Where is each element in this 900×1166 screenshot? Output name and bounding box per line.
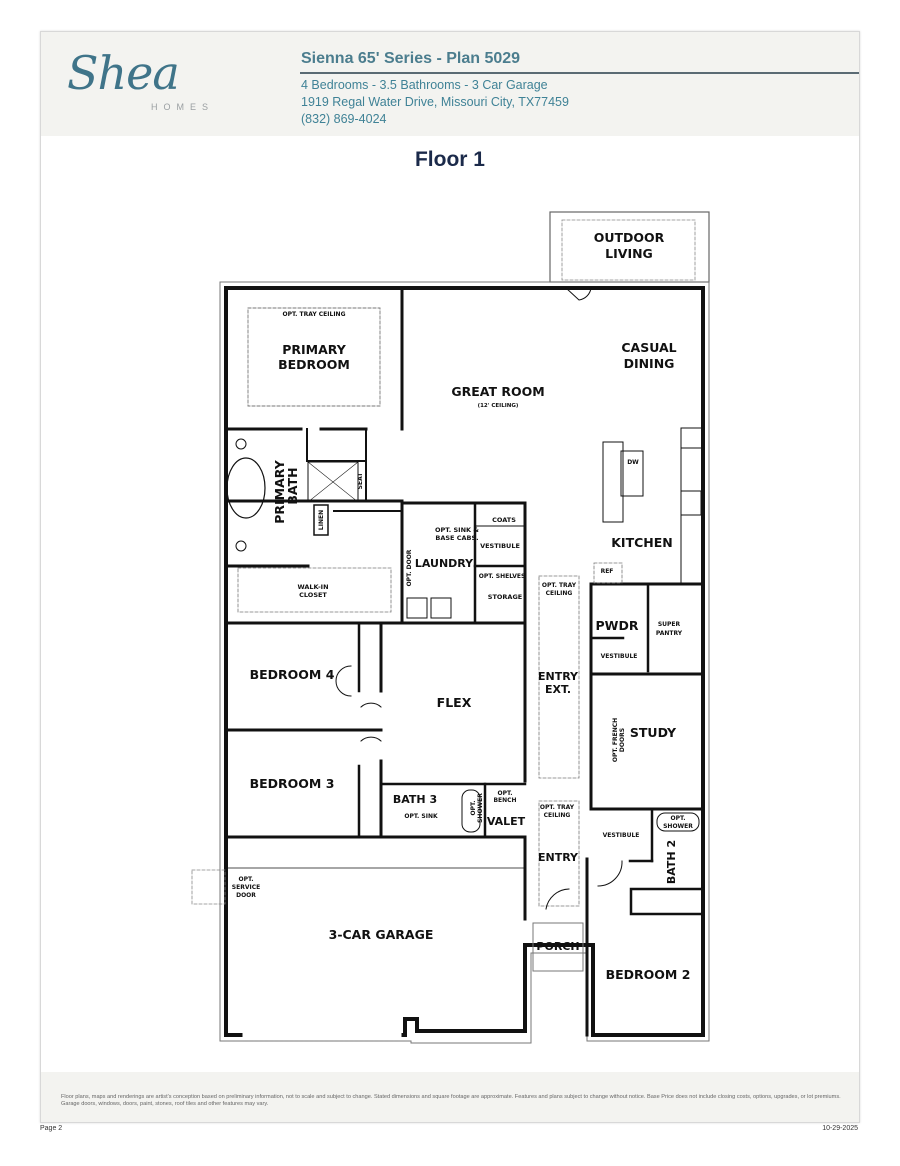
room-label-porch: PORCH	[536, 940, 579, 953]
room-label-vestibule-bath2: VESTIBULE	[603, 832, 640, 839]
opt-shower-bath2-2: SHOWER	[663, 823, 693, 830]
room-label-entry-ext-2: EXT.	[545, 683, 571, 696]
footer: Floor plans, maps and renderings are art…	[41, 1072, 859, 1122]
plan-specs: 4 Bedrooms - 3.5 Bathrooms - 3 Car Garag…	[301, 78, 548, 92]
room-label-primary-bath: PRIMARY	[272, 459, 287, 523]
disclaimer-text: Floor plans, maps and renderings are art…	[61, 1094, 841, 1107]
page-date: 10-29-2025	[822, 1125, 858, 1132]
opt-tray-ceiling-entry-2: CEILING	[544, 812, 571, 819]
header: Shea HOMES Sienna 65' Series - Plan 5029…	[41, 32, 859, 136]
room-label-bedroom-2: BEDROOM 2	[606, 967, 691, 982]
opt-shower-bath2: OPT.	[671, 815, 686, 822]
opt-sink-base-cabs-2: BASE CABS.	[435, 534, 478, 542]
room-label-flex: FLEX	[437, 695, 472, 710]
opt-sink: OPT. SINK	[404, 813, 438, 820]
room-label-super-pantry-2: PANTRY	[656, 630, 683, 637]
floor-title: Floor 1	[414, 148, 485, 171]
brochure-page: Shea HOMES Sienna 65' Series - Plan 5029…	[40, 31, 860, 1123]
room-label-outdoor-living-2: LIVING	[605, 246, 653, 261]
room-label-great-room: GREAT ROOM	[451, 384, 544, 399]
logo-subtitle: HOMES	[151, 102, 215, 112]
room-label-walk-in-closet: WALK-IN	[297, 583, 328, 591]
ref-label: REF	[601, 568, 614, 575]
room-label-study: STUDY	[630, 725, 677, 740]
opt-tray-ceiling-entry-ext: OPT. TRAY	[542, 582, 577, 589]
room-label-primary-bedroom-2: BEDROOM	[278, 357, 350, 372]
room-label-primary-bath-2: BATH	[285, 467, 300, 504]
room-label-entry: ENTRY	[538, 851, 579, 864]
room-label-garage: 3-CAR GARAGE	[329, 927, 434, 942]
opt-service-door-2: SERVICE	[232, 884, 260, 891]
room-label-bath-2: BATH 2	[665, 840, 678, 884]
room-label-walk-in-closet-2: CLOSET	[299, 591, 327, 599]
opt-door-label: OPT. DOOR	[406, 549, 413, 586]
opt-bench: OPT.	[498, 790, 513, 797]
shea-homes-logo: Shea HOMES	[63, 46, 253, 120]
room-label-storage: STORAGE	[488, 593, 522, 601]
opt-sink-base-cabs: OPT. SINK &	[435, 526, 479, 534]
opt-tray-ceiling-entry-ext-2: CEILING	[546, 590, 573, 597]
opt-french-doors: OPT. FRENCH	[612, 718, 619, 762]
logo-script: Shea	[67, 46, 180, 100]
room-label-bath-3: BATH 3	[393, 793, 437, 806]
room-label-outdoor-living: OUTDOOR	[594, 230, 665, 245]
room-label-bedroom-3: BEDROOM 3	[250, 776, 335, 791]
opt-shower-bath3: OPT.	[470, 801, 477, 816]
linen-label: LINEN	[318, 510, 325, 530]
plan-title: Sienna 65' Series - Plan 5029	[301, 50, 521, 67]
room-label-super-pantry: SUPER	[658, 621, 681, 628]
opt-service-door-3: DOOR	[236, 892, 256, 899]
room-label-casual-dining: CASUAL	[621, 340, 676, 355]
room-label-laundry: LAUNDRY	[415, 557, 474, 570]
opt-tray-ceiling-primary: OPT. TRAY CEILING	[283, 311, 346, 318]
room-label-pwdr: PWDR	[596, 618, 639, 633]
opt-bench-2: BENCH	[493, 797, 516, 804]
room-label-coats: COATS	[492, 516, 516, 524]
room-label-vestibule-pwdr: VESTIBULE	[601, 653, 638, 660]
room-label-vestibule-laundry: VESTIBULE	[480, 542, 520, 550]
opt-french-doors-2: DOORS	[619, 728, 626, 752]
opt-shelves: OPT. SHELVES	[479, 573, 526, 580]
great-room-ceiling-note: (12' CEILING)	[478, 403, 519, 409]
plan-phone: (832) 869-4024	[301, 112, 387, 126]
plan-address: 1919 Regal Water Drive, Missouri City, T…	[301, 95, 569, 109]
opt-shower-bath3-2: SHOWER	[477, 793, 484, 823]
page-number: Page 2	[40, 1125, 63, 1132]
room-label-valet: VALET	[487, 815, 526, 828]
room-label-primary-bedroom: PRIMARY	[282, 342, 346, 357]
header-divider	[300, 72, 859, 74]
room-label-entry-ext: ENTRY	[538, 670, 579, 683]
seat-label: SEAT	[357, 472, 364, 490]
dw-label: DW	[627, 459, 639, 466]
floor-plan: OUTDOOR LIVING OPT. TRAY CEILING PRIMARY…	[191, 211, 710, 1044]
room-label-casual-dining-2: DINING	[624, 356, 675, 371]
opt-service-door: OPT.	[239, 876, 254, 883]
opt-tray-ceiling-entry: OPT. TRAY	[540, 804, 575, 811]
room-label-kitchen: KITCHEN	[611, 535, 673, 550]
room-label-bedroom-4: BEDROOM 4	[250, 667, 335, 682]
